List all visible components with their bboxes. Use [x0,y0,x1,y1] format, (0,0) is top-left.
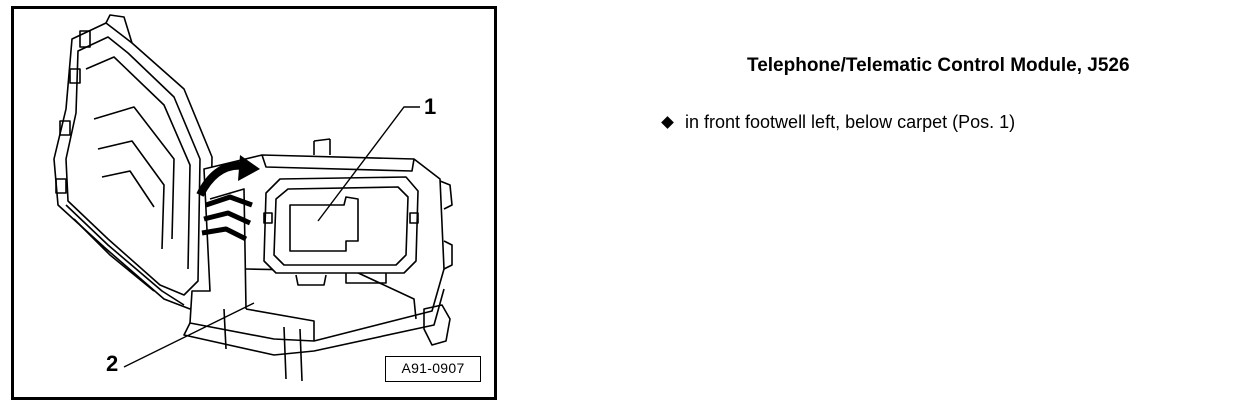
module-illustration [53,14,453,382]
diamond-bullet-icon [661,116,674,129]
section-heading: Telephone/Telematic Control Module, J526 [747,55,1130,76]
bullet-text: in front footwell left, below carpet (Po… [685,112,1016,132]
figure-code: A91-0907 [385,356,481,382]
callout-1: 1 [424,94,437,119]
bullet-item: in front footwell left, below carpet (Po… [661,112,1016,133]
callout-2: 2 [106,351,119,376]
figure-frame: 1 2 A91-0907 [11,6,497,400]
